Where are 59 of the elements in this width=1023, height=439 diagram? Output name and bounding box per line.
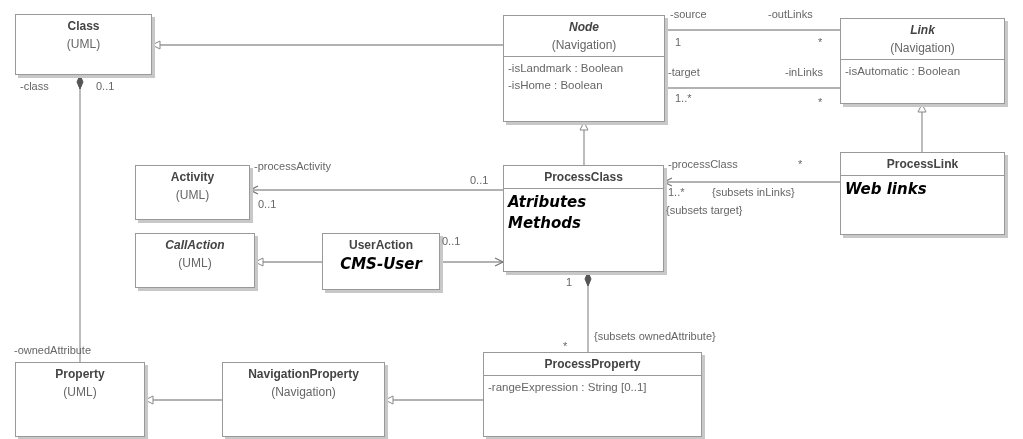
note-text: CMS-User <box>340 254 422 275</box>
class-name: ProcessProperty <box>544 356 641 373</box>
role-label: * <box>563 340 568 353</box>
uml-class-box <box>840 152 1005 235</box>
package-name: (Navigation) <box>890 40 955 57</box>
role-label: -outLinks <box>768 8 813 21</box>
role-label: -inLinks <box>785 66 823 79</box>
role-label: 1..* <box>668 186 685 199</box>
attribute-text: -rangeExpression : String [0..1] <box>488 380 647 395</box>
abstract-class-name: Link <box>910 22 935 39</box>
uml-class-box <box>840 18 1005 104</box>
package-name: (Navigation) <box>271 384 336 401</box>
package-name: (UML) <box>178 255 212 272</box>
uml-class-box <box>135 233 255 288</box>
role-label: {subsets ownedAttribute} <box>594 330 716 343</box>
class-name: UserAction <box>349 237 413 254</box>
class-name: NavigationProperty <box>248 366 359 383</box>
role-label: 1 <box>566 276 573 289</box>
package-name: (Navigation) <box>551 37 617 54</box>
uml-class-box <box>15 362 145 437</box>
uml-class-box <box>483 352 702 437</box>
uml-class-box <box>222 362 385 437</box>
role-label: -target <box>668 66 700 79</box>
attribute-text: -isHome : Boolean <box>508 78 603 94</box>
uml-class-box <box>15 14 152 75</box>
attribute-text: -isAutomatic : Boolean <box>845 64 961 79</box>
package-name: (UML) <box>175 187 210 204</box>
note-text: Methods <box>508 213 581 234</box>
role-label: -source <box>670 8 707 21</box>
role-label: 0..1 <box>470 174 489 187</box>
abstract-class-name: CallAction <box>165 237 225 254</box>
role-label: 1..* <box>675 92 692 105</box>
note-text: Atributes <box>508 192 587 213</box>
class-name: Activity <box>170 169 215 186</box>
abstract-class-name: Node <box>569 19 599 36</box>
uml-class-box <box>135 165 250 220</box>
package-name: (UML) <box>66 36 101 53</box>
class-name: ProcessLink <box>886 156 959 173</box>
note-text: Web links <box>845 179 927 200</box>
role-label: * <box>798 158 803 171</box>
role-label: * <box>818 36 823 49</box>
role-label: * <box>818 96 823 109</box>
uml-class-box <box>503 165 664 272</box>
role-label: 1 <box>675 36 682 49</box>
class-name: ProcessClass <box>544 169 623 186</box>
role-label: 0..1 <box>96 80 115 93</box>
role-label: 0..1 <box>442 235 461 248</box>
uml-class-box <box>322 233 440 290</box>
class-name: Class <box>67 18 100 35</box>
class-name: Property <box>55 366 105 383</box>
role-label: 0..1 <box>258 198 277 211</box>
uml-class-box <box>503 15 665 122</box>
role-label: {subsets inLinks} <box>712 186 795 199</box>
package-name: (UML) <box>63 384 97 401</box>
role-label: -class <box>20 80 49 93</box>
attribute-text: -isLandmark : Boolean <box>508 61 624 76</box>
role-label: -processActivity <box>254 160 332 173</box>
role-label: -processClass <box>668 158 738 171</box>
role-label: -ownedAttribute <box>14 344 92 357</box>
